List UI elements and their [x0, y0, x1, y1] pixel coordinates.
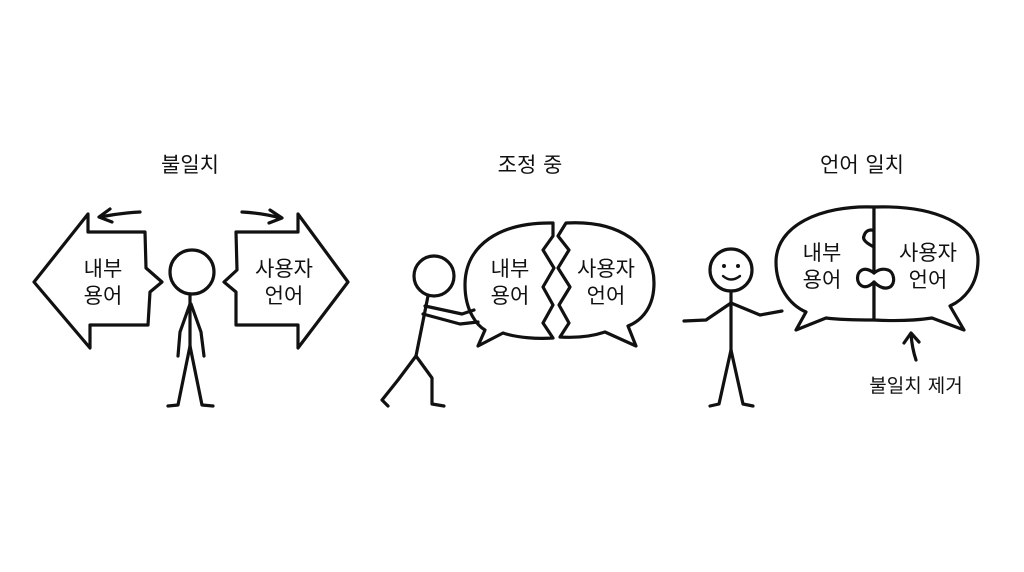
annotation-text: 불일치 제거 — [869, 375, 962, 397]
panel-title: 조정 중 — [498, 153, 563, 177]
box-label-terms: 용어 — [803, 268, 842, 292]
box-label-user: 사용자 — [577, 257, 635, 281]
up-arrow-icon — [902, 331, 921, 362]
stick-figure — [166, 248, 216, 408]
panel-adjusting: 조정 중 내부 용어 사용자 언어 — [380, 153, 656, 408]
pushing-stick-figure — [380, 254, 480, 408]
box-label-language: 언어 — [909, 268, 948, 292]
box-label-internal: 내부 — [84, 257, 123, 281]
speech-bubble-left-half — [463, 221, 556, 348]
box-label-user: 사용자 — [899, 241, 957, 265]
box-label-user: 사용자 — [255, 257, 313, 281]
box-label-language: 언어 — [265, 284, 304, 308]
puzzle-bubble-right — [872, 205, 980, 332]
right-direction-arrow-icon — [240, 208, 284, 225]
box-label-internal: 내부 — [491, 257, 530, 281]
panel-title: 불일치 — [161, 153, 219, 177]
speech-bubble-right-half — [556, 221, 656, 348]
left-direction-arrow-icon — [97, 207, 142, 224]
left-arrow-shape — [32, 212, 164, 350]
panel-mismatch: 불일치 내부 용어 사용자 언어 — [32, 153, 350, 408]
box-label-language: 언어 — [587, 284, 626, 308]
box-label-terms: 용어 — [84, 284, 123, 308]
box-label-terms: 용어 — [491, 284, 530, 308]
box-label-internal: 내부 — [803, 241, 842, 265]
smiling-stick-figure — [682, 247, 784, 408]
panel-language-match: 언어 일치 내부 용어 사용자 언어 불일치 제거 — [682, 153, 980, 408]
right-arrow-shape — [222, 212, 350, 350]
panel-title: 언어 일치 — [820, 153, 904, 177]
